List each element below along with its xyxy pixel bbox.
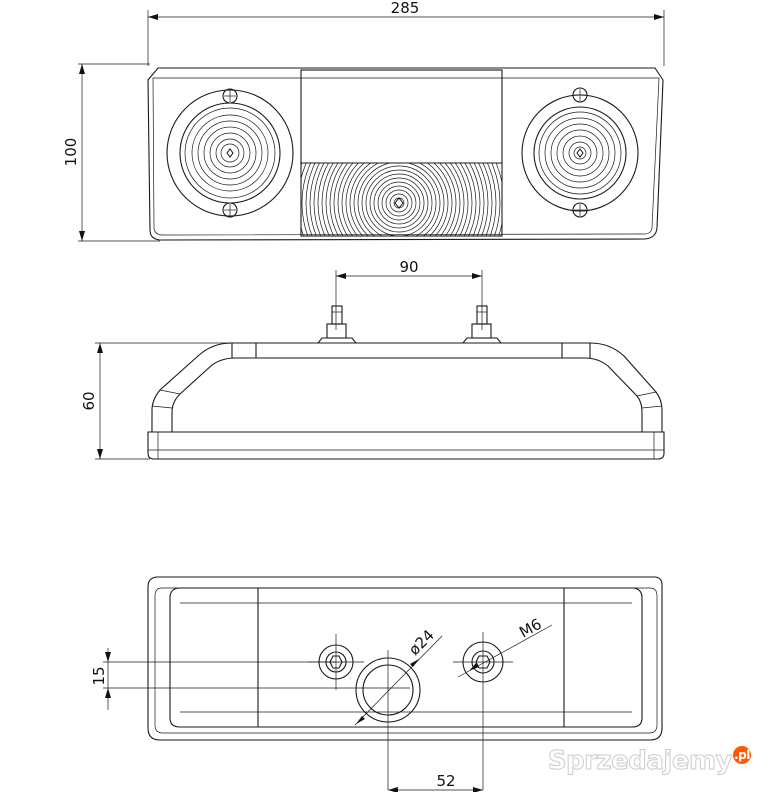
right-round-lamp xyxy=(521,87,639,218)
right-bolt-hole: M6 xyxy=(453,615,553,790)
center-hole: ø24 xyxy=(354,626,443,790)
left-round-lamp xyxy=(166,88,294,218)
dim-d24-label: ø24 xyxy=(405,626,438,659)
left-stud xyxy=(317,305,357,344)
left-bolt-hole xyxy=(308,634,364,690)
watermark-badge: .pl xyxy=(733,746,751,765)
dim-100-label: 100 xyxy=(62,138,80,167)
center-lens-rings xyxy=(301,163,502,236)
dim-90-label: 90 xyxy=(399,258,418,276)
watermark-text: Sprzedajemy xyxy=(547,746,733,777)
side-view: 90 60 xyxy=(80,258,665,460)
watermark-logo: Sprzedajemy.pl xyxy=(547,746,751,777)
dim-15-label: 15 xyxy=(90,666,108,685)
right-stud xyxy=(462,305,502,344)
dim-285-label: 285 xyxy=(391,0,420,17)
front-view: 285 100 xyxy=(62,0,665,242)
dim-m6-label: M6 xyxy=(516,615,544,642)
dim-52-label: 52 xyxy=(436,772,455,790)
dim-60-label: 60 xyxy=(80,391,98,410)
